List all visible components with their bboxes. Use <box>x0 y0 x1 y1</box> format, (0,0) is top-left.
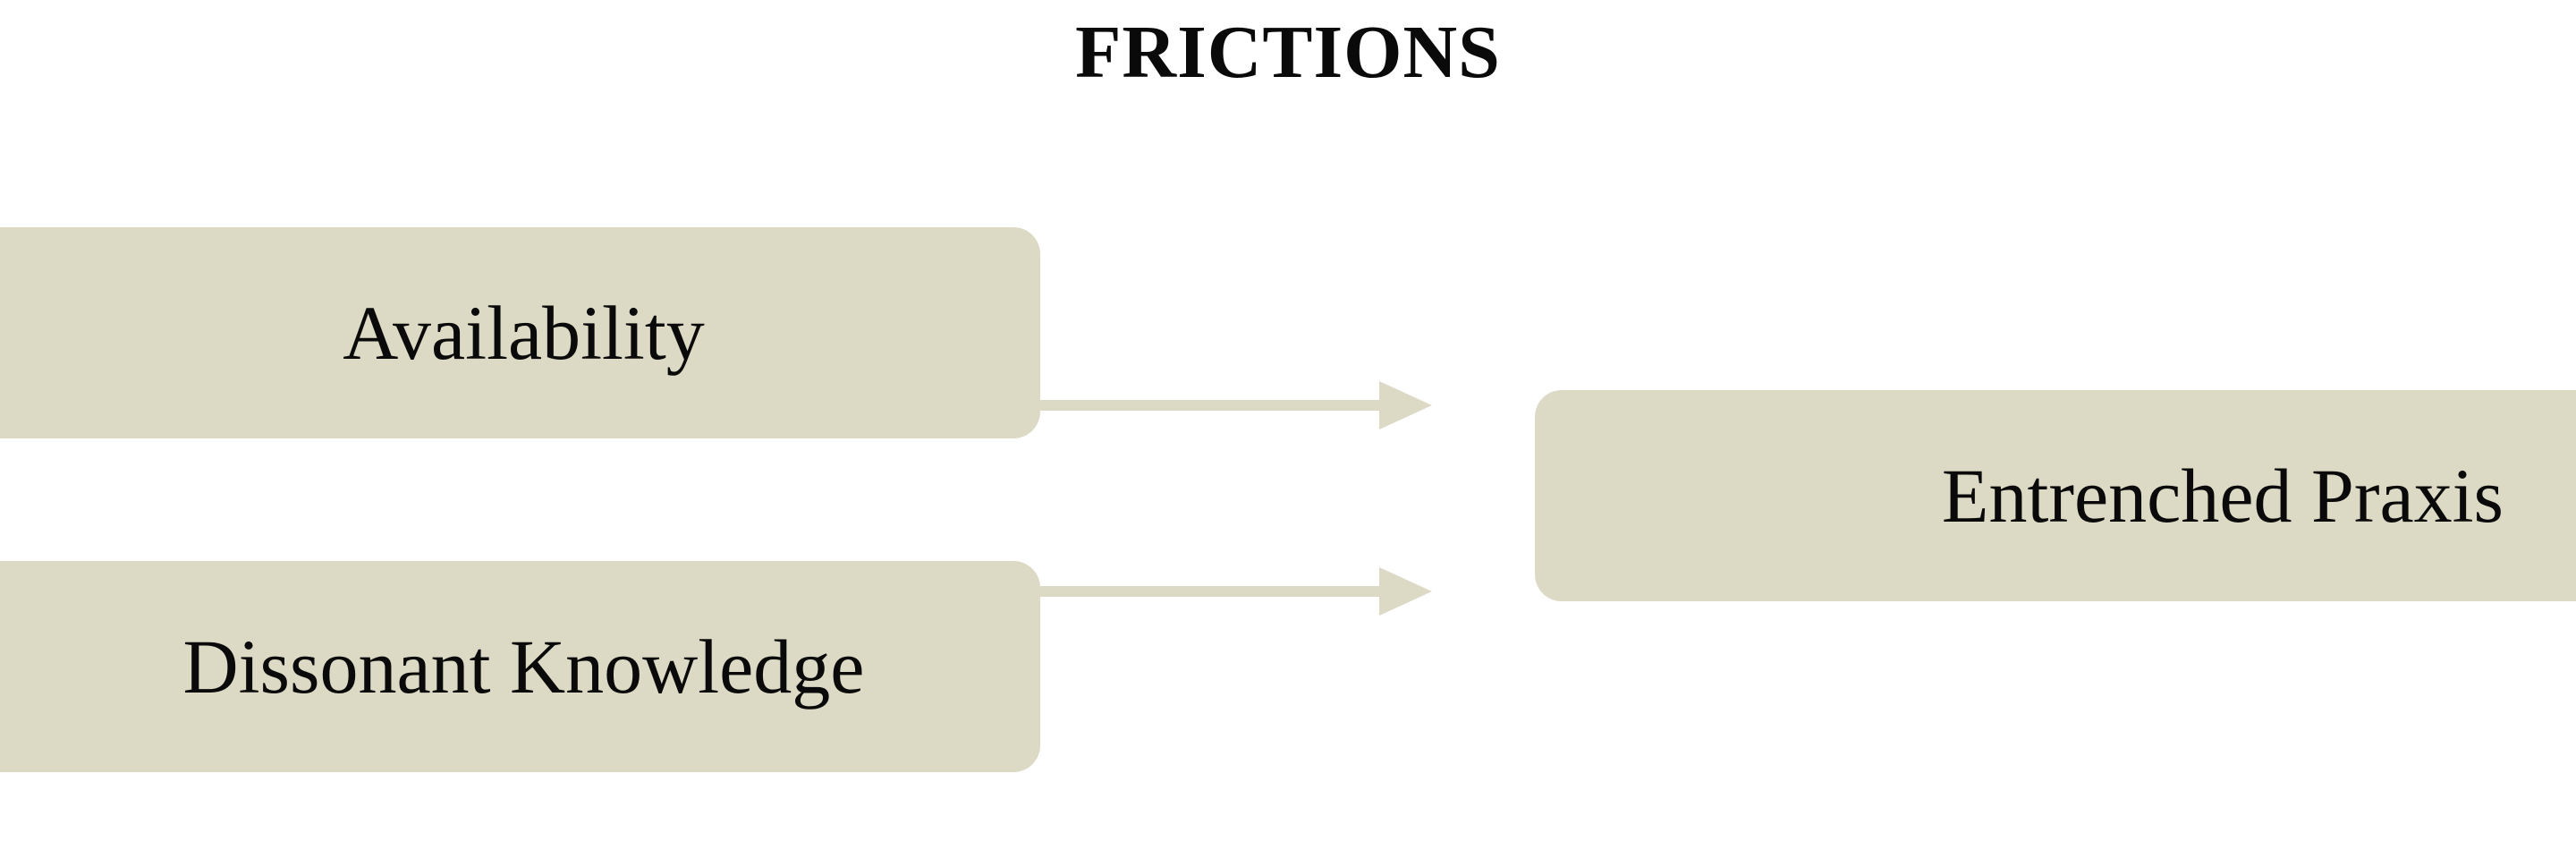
node-availability: Availability <box>0 227 1040 438</box>
node-dissonant-knowledge-label: Dissonant Knowledge <box>182 624 865 710</box>
arrow-availability-to-entrenched <box>1040 381 1432 429</box>
diagram-title: FRICTIONS <box>1075 11 1501 94</box>
node-entrenched-praxis: Entrenched Praxis <box>1535 390 2576 601</box>
arrow-dissonant-to-entrenched <box>1040 567 1432 616</box>
node-availability-label: Availability <box>343 290 705 376</box>
node-entrenched-praxis-label: Entrenched Praxis <box>1941 453 2504 539</box>
node-dissonant-knowledge: Dissonant Knowledge <box>0 561 1040 772</box>
